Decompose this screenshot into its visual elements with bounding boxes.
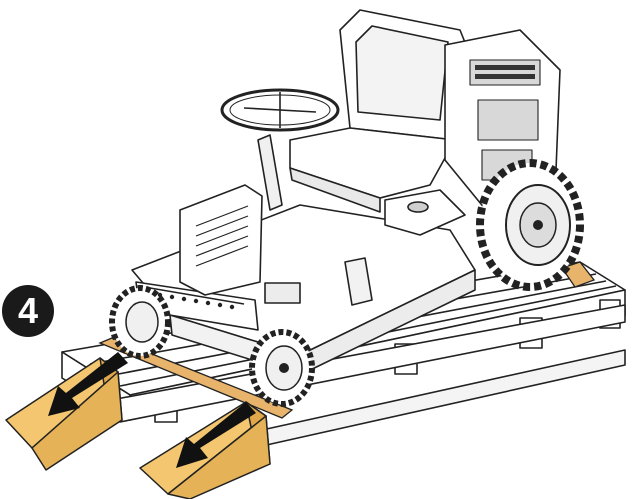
front-left-wheel <box>109 285 171 359</box>
rear-right-wheel <box>476 159 584 291</box>
step-number-badge: 4 <box>2 285 54 337</box>
side-lever <box>344 257 373 306</box>
center-console <box>384 189 466 236</box>
dashboard-panel <box>264 282 301 304</box>
unload-arrow-right <box>176 402 256 468</box>
front-right-wheel <box>249 329 315 407</box>
wooden-board <box>98 337 294 419</box>
step-number: 4 <box>17 290 39 331</box>
unload-arrow-left <box>48 352 128 416</box>
hood-grille <box>195 205 249 267</box>
engine-details <box>469 59 541 181</box>
front-hood <box>179 184 263 296</box>
wooden-block <box>560 261 596 288</box>
steering-column <box>257 134 283 211</box>
fuel-cap <box>407 201 429 213</box>
bumper-bolts <box>157 292 235 310</box>
steering-wheel <box>220 88 340 132</box>
